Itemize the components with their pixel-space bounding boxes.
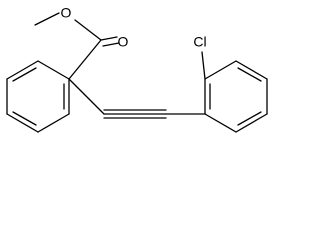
ester-bond-o-to-methyl xyxy=(34,12,60,26)
alkyne-bond-left xyxy=(68,78,105,115)
ester-bond-carbonyl-to-o xyxy=(74,19,102,41)
ring1-bond-top-left xyxy=(37,60,70,80)
chlorine-bond xyxy=(201,51,206,80)
ester-carbonyl-double-bond-a xyxy=(100,36,118,41)
ring2-bond-bottom-right xyxy=(235,113,268,133)
ester-carbonyl-double-bond-b xyxy=(102,42,120,47)
ring1-inner-double-3 xyxy=(12,67,37,82)
ring1-inner-double-2 xyxy=(12,111,37,126)
ring2-bond-top-right xyxy=(235,60,268,80)
ring2-inner-double-3 xyxy=(237,67,262,82)
chemical-structure-canvas: O O Cl xyxy=(6,4,268,133)
ring2-inner-double-2 xyxy=(237,111,262,126)
ring2-bond-top-left xyxy=(204,60,237,80)
ring1-bond-bottom-left xyxy=(6,113,39,133)
chlorophenyl-ring xyxy=(201,51,268,133)
benzoate-ring xyxy=(6,60,70,133)
ester-oxygen-carbonyl-label: O xyxy=(118,34,129,50)
methyl-ester-group xyxy=(34,12,120,80)
chlorine-label: Cl xyxy=(193,34,206,50)
ester-bond-ring-to-carbonyl xyxy=(68,39,102,80)
ester-oxygen-single-label: O xyxy=(61,5,72,21)
alkyne-linker xyxy=(68,78,206,119)
ring2-bond-left-bottom xyxy=(204,113,237,133)
ring1-bond-upper-left xyxy=(6,60,39,80)
molecule-diagram: O O Cl xyxy=(6,5,268,133)
ring1-bond-right-bottom xyxy=(37,113,70,133)
